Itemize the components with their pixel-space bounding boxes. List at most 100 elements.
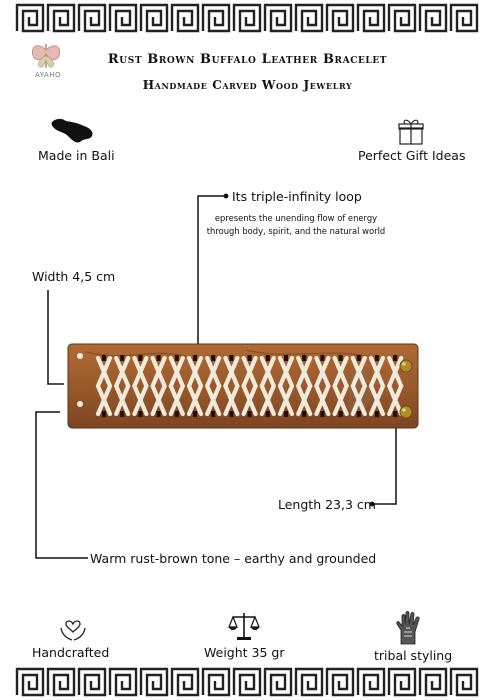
greek-key-tile <box>294 3 324 33</box>
lacing-hole <box>302 411 307 417</box>
lacing-strand <box>205 383 222 417</box>
lacing-strand <box>205 355 222 389</box>
length-callout-line <box>372 424 397 505</box>
lacing-strand <box>95 383 113 417</box>
lacing-hole <box>138 411 143 417</box>
bali-island-icon <box>51 118 93 143</box>
lacing-hole <box>265 411 270 417</box>
tribal-hand-icon <box>396 611 420 645</box>
lacing-strand <box>350 383 367 417</box>
loop-callout-desc-1: epresents the unending flow of energy <box>214 213 378 223</box>
greek-key-tile <box>449 3 479 33</box>
lacing-hole <box>211 355 216 361</box>
balance-scale-icon <box>228 613 260 640</box>
lacing-hole <box>120 411 125 417</box>
lacing-strand <box>150 355 167 389</box>
lacing-hole <box>247 355 252 361</box>
product-title: Rust Brown Buffalo Leather Bracelet <box>107 52 388 67</box>
greek-key-tile <box>325 3 355 33</box>
greek-key-tile <box>77 3 107 33</box>
lacing-hole <box>302 355 307 361</box>
lacing-hole <box>211 411 216 417</box>
lacing-strand <box>150 383 167 417</box>
heart-hands-icon <box>60 620 86 641</box>
greek-key-tile <box>201 667 231 697</box>
lacing-hole <box>320 355 325 361</box>
lacing-strand <box>314 383 331 417</box>
greek-key-tile <box>232 3 262 33</box>
lacing-hole <box>284 355 288 361</box>
lacing-strand <box>387 355 404 389</box>
greek-key-tile <box>46 3 76 33</box>
lacing-hole <box>375 355 379 361</box>
greek-key-tile <box>294 667 324 697</box>
lacing-strand <box>132 383 149 417</box>
feature-made-in-bali: Made in Bali <box>38 148 115 163</box>
lacing-strand <box>277 383 295 417</box>
lacing-strand <box>296 355 313 389</box>
rivet-top <box>399 359 413 373</box>
lacing-hole <box>156 355 161 361</box>
greek-key-tile <box>139 3 169 33</box>
greek-key-tile <box>418 3 448 33</box>
lacing-hole <box>229 355 234 361</box>
greek-key-tile <box>15 667 45 697</box>
greek-key-border-bottom <box>15 667 479 697</box>
lacing-strand <box>223 355 240 389</box>
lacing-hole <box>102 411 106 417</box>
butterfly-logo-icon <box>31 44 61 68</box>
lacing-hole <box>375 411 379 417</box>
lacing-strand <box>186 355 204 389</box>
greek-key-tile <box>139 667 169 697</box>
width-callout-line <box>47 290 64 385</box>
greek-key-tile <box>108 667 138 697</box>
lacing-hole <box>265 355 270 361</box>
greek-key-tile <box>232 667 262 697</box>
product-subtitle: Handmade Carved Wood Jewelry <box>142 78 353 92</box>
lacing-hole <box>247 411 252 417</box>
feature-perfect-gift: Perfect Gift Ideas <box>358 148 466 163</box>
lacing-strand <box>241 383 258 417</box>
lacing-hole <box>356 355 361 361</box>
loop-callout-title: Its triple-infinity loop <box>232 189 362 204</box>
lacing-hole <box>156 411 161 417</box>
lacing-hole <box>338 355 343 361</box>
greek-key-tile <box>263 3 293 33</box>
lacing-hole <box>174 355 179 361</box>
greek-key-tile <box>449 667 479 697</box>
lacing-hole <box>320 411 325 417</box>
loop-callout-desc-2: through body, spirit, and the natural wo… <box>206 226 386 236</box>
lacing-strand <box>296 383 313 417</box>
lacing-strand <box>259 383 276 417</box>
greek-key-tile <box>15 3 45 33</box>
greek-key-tile <box>170 3 200 33</box>
lacing-strand <box>114 355 131 389</box>
greek-key-tile <box>108 3 138 33</box>
greek-key-tile <box>263 667 293 697</box>
lacing-strand <box>168 383 185 417</box>
lacing-hole <box>193 355 197 361</box>
lacing-hole <box>356 411 361 417</box>
lacing-hole <box>284 411 288 417</box>
lacing-hole <box>138 355 143 361</box>
lacing-strand <box>223 383 240 417</box>
length-callout: Length 23,3 cm <box>278 497 376 512</box>
lacing-strand <box>241 355 258 389</box>
lacing-hole <box>229 411 234 417</box>
lacing-hole <box>393 355 398 361</box>
lacing-strand <box>95 355 113 389</box>
lacing-strand <box>168 355 185 389</box>
lacing-strand <box>277 355 295 389</box>
tone-callout-line <box>35 411 88 559</box>
tone-callout: Warm rust-brown tone – earthy and ground… <box>90 551 377 566</box>
greek-key-tile <box>356 3 386 33</box>
lacing-strand <box>259 355 276 389</box>
lacing-hole <box>102 355 106 361</box>
lacing-strand <box>332 383 349 417</box>
lacing-hole <box>393 411 398 417</box>
greek-key-tile <box>356 667 386 697</box>
lacing-strand <box>314 355 331 389</box>
lacing-strand <box>132 355 149 389</box>
lacing-hole <box>338 411 343 417</box>
greek-key-tile <box>77 667 107 697</box>
